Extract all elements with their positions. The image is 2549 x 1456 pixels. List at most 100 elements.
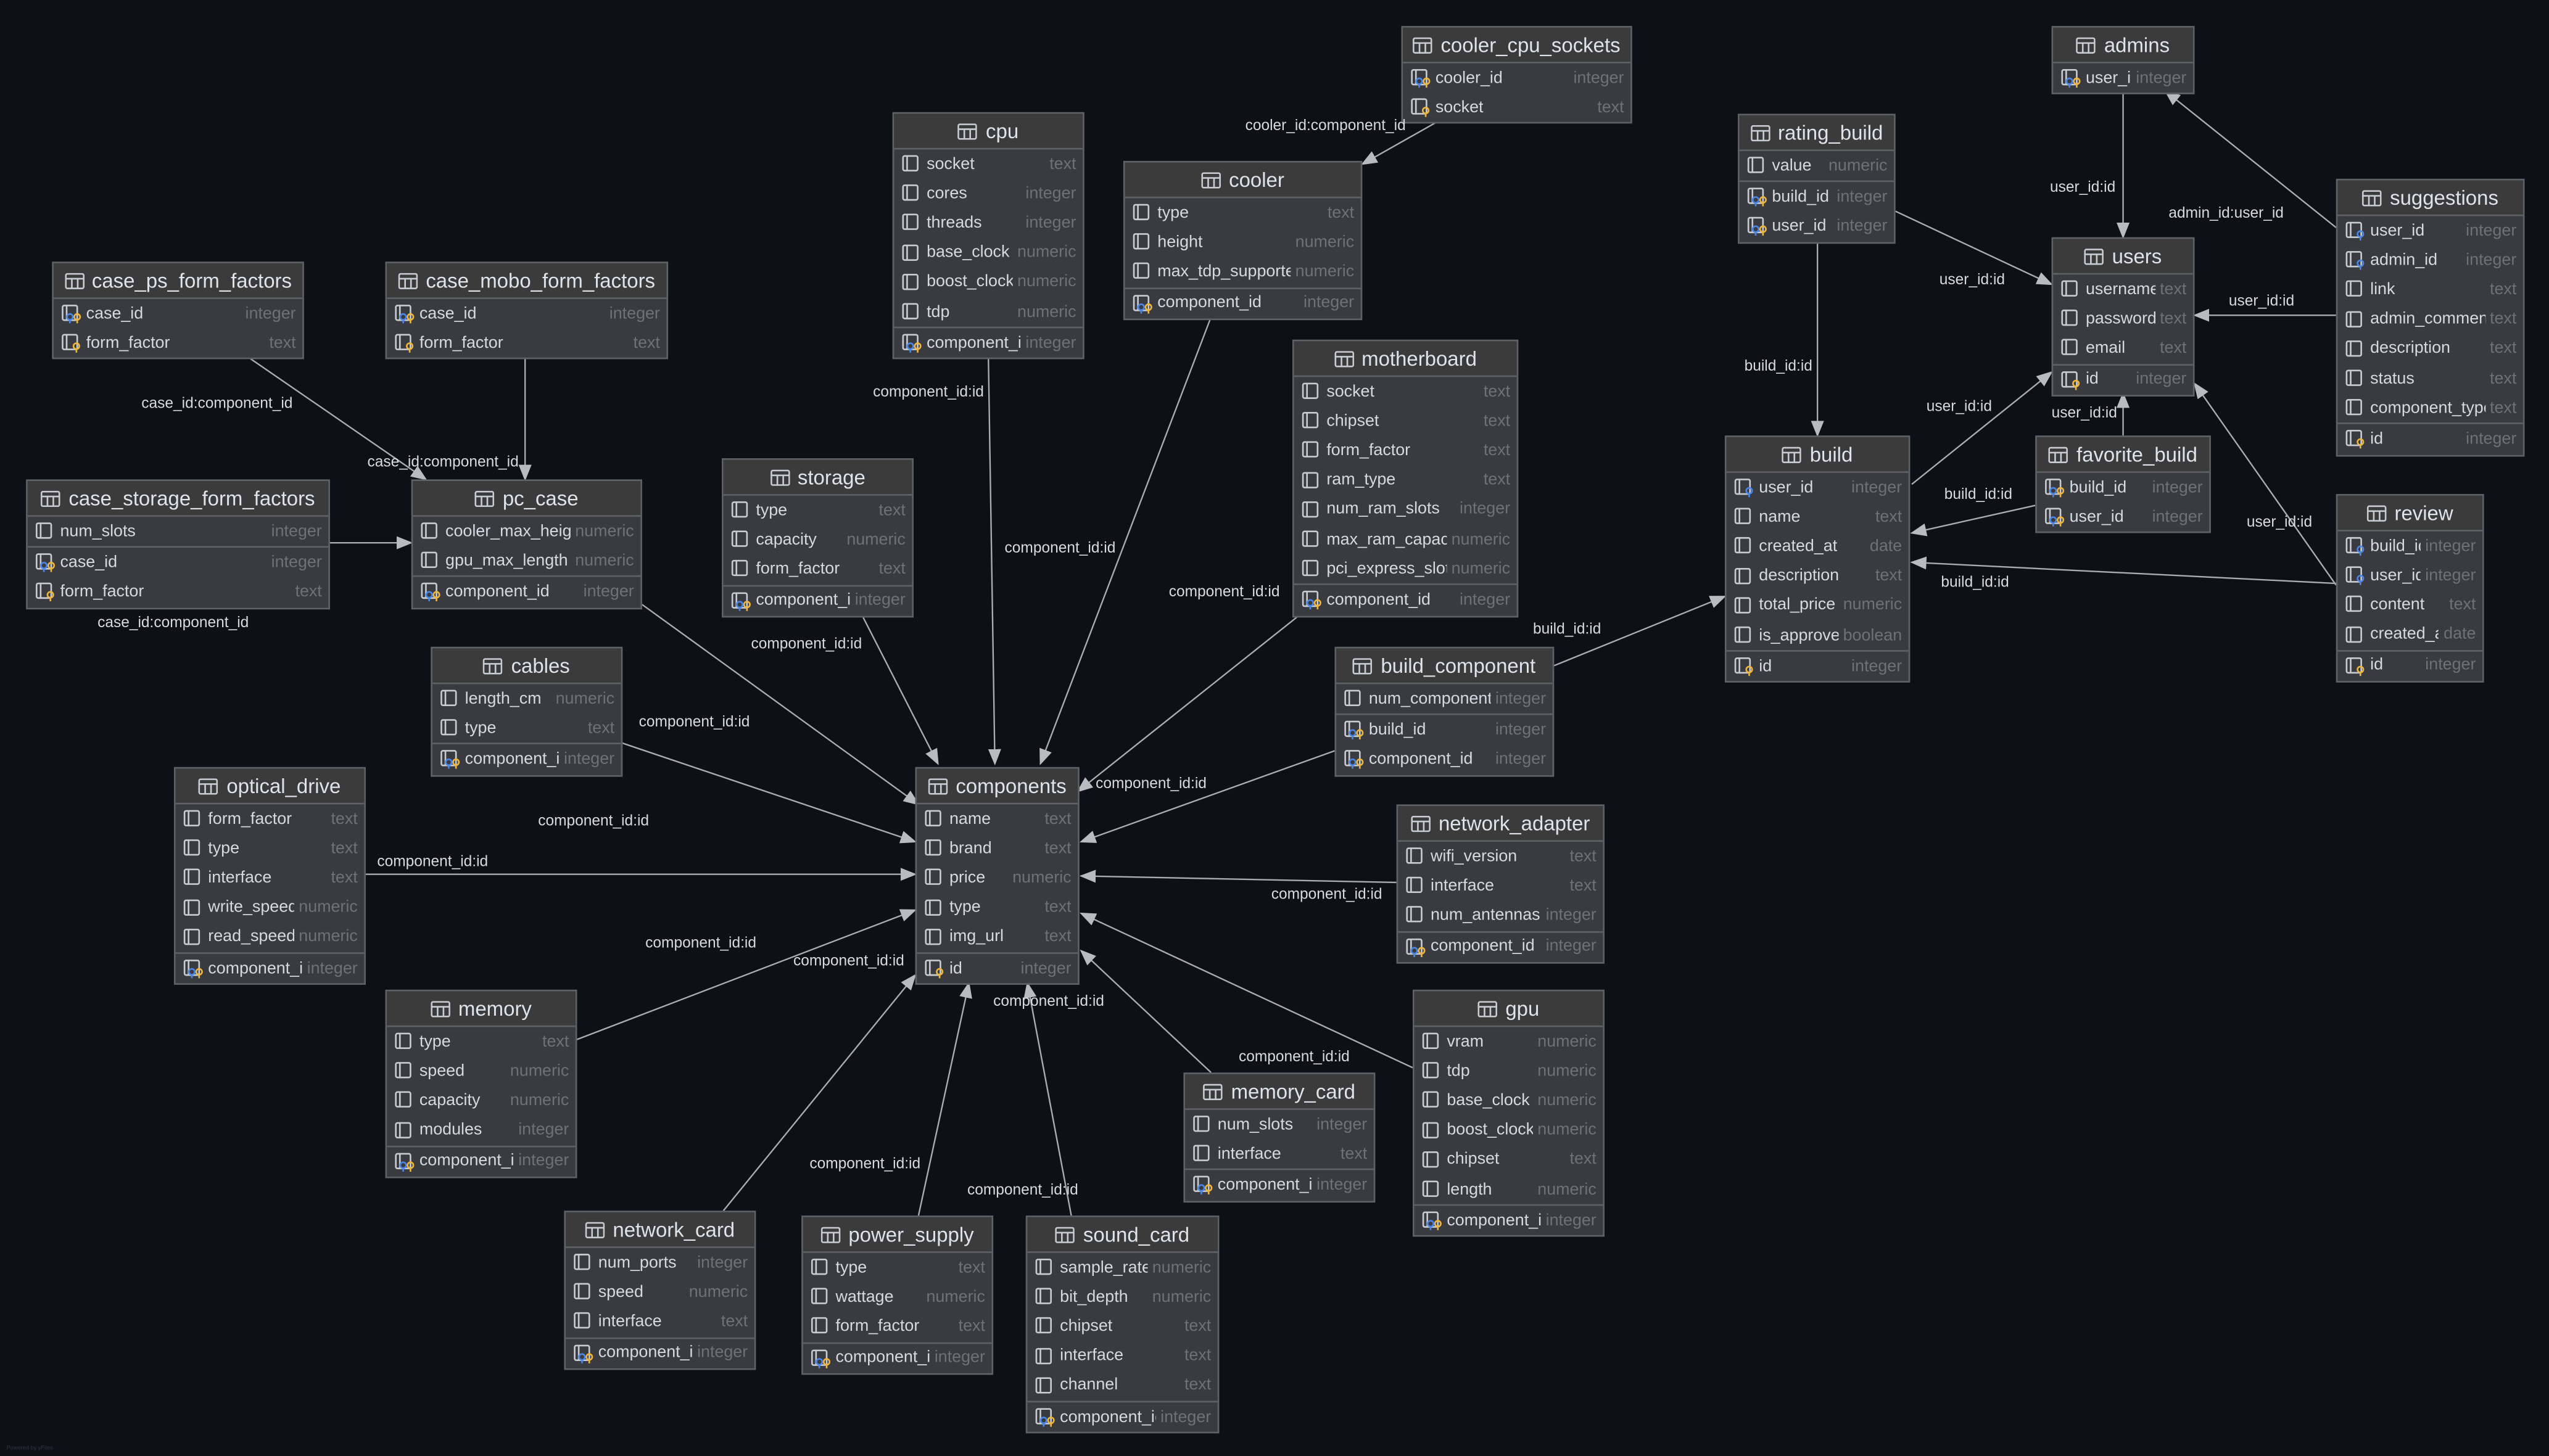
table-header[interactable]: case_ps_form_factors [53, 263, 303, 299]
relationship-line-pc_case-to-components[interactable] [642, 604, 920, 805]
table-header[interactable]: components [917, 768, 1078, 805]
relationship-line-cooler-to-components[interactable] [1039, 316, 1212, 766]
table-header[interactable]: power_supply [803, 1217, 992, 1253]
table-header[interactable]: cooler [1125, 162, 1361, 199]
relationship-line-gpu-to-components[interactable] [1080, 912, 1413, 1069]
relationship-line-cables-to-components[interactable] [621, 742, 917, 844]
relationship-line-cooler_cpu_sockets-to-cooler[interactable] [1361, 121, 1438, 165]
table-header[interactable]: cooler_cpu_sockets [1403, 27, 1631, 64]
table-header[interactable]: memory_card [1185, 1074, 1374, 1110]
table-review[interactable]: reviewbuild_idintegeruser_idintegerconte… [2336, 494, 2484, 683]
relationship-line-memory-to-components[interactable] [575, 909, 917, 1041]
table-header[interactable]: motherboard [1294, 341, 1517, 377]
table-header[interactable]: gpu [1414, 991, 1603, 1027]
table-header[interactable]: memory [387, 991, 576, 1027]
table-header[interactable]: case_mobo_form_factors [387, 263, 667, 299]
table-header[interactable]: cpu [894, 113, 1083, 150]
relationship-line-memory_card-to-components[interactable] [1080, 949, 1212, 1074]
relationship-line-build_component-to-build[interactable] [1552, 596, 1727, 667]
table-header[interactable]: rating_build [1739, 115, 1894, 152]
relationship-line-review-to-users[interactable] [2194, 382, 2337, 586]
column-row[interactable]: is_approvedboolean [1727, 620, 1909, 650]
table-header[interactable]: storage [723, 459, 912, 496]
